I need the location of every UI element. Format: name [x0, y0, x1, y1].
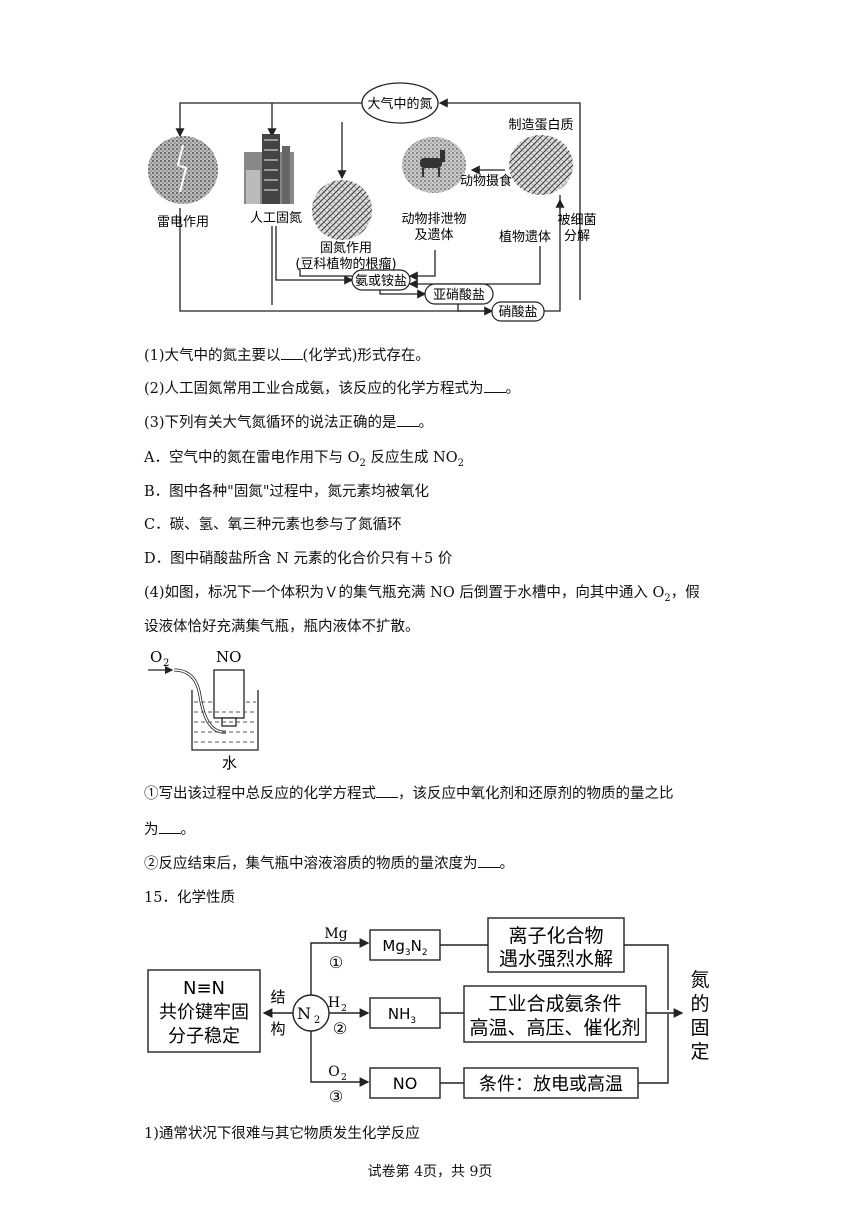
- label-discharge: 条件：放电或高温: [479, 1074, 623, 1095]
- label-ionic: 离子化合物: [508, 925, 603, 947]
- label-fixation-2: (豆科植物的根瘤): [295, 256, 396, 272]
- label-lightning: 雷电作用: [157, 215, 209, 230]
- svg-text:③: ③: [329, 1087, 343, 1106]
- svg-text:固: 固: [690, 1017, 709, 1039]
- svg-text:2: 2: [163, 658, 169, 669]
- label-conditions: 高温、高压、催化剂: [469, 1017, 640, 1039]
- label-plant-remains: 植物遗体: [499, 230, 551, 245]
- label-bond-strong: 共价键牢固: [159, 1002, 249, 1023]
- question-15-1: 1)通常状况下很难与其它物质发生化学反应: [144, 1126, 420, 1142]
- q3-text: (3)下列有关大气氮循环的说法正确的是: [144, 415, 397, 431]
- label-bacteria-2: 分解: [564, 229, 590, 244]
- label-nitrite: 亚硝酸盐: [433, 288, 485, 303]
- svg-text:结: 结: [270, 988, 285, 1006]
- factory-image: [244, 134, 294, 204]
- question-4-1: ①写出该过程中总反应的化学方程式，该反应中氧化剂和还原剂的物质的量之比: [144, 782, 674, 803]
- svg-text:②: ②: [333, 1019, 347, 1038]
- label-no: NO: [393, 1074, 418, 1093]
- question-3: (3)下列有关大气氮循环的说法正确的是 。: [144, 411, 433, 432]
- nitrogen-cycle-diagram: 大气中的氮 雷电作用 人工固氮 固氮作用 (豆科植物的根瘤) 动物排泄物 及遗体…: [148, 82, 597, 322]
- answer-blank[interactable]: [280, 345, 303, 360]
- section-15-title: 15．化学性质: [144, 890, 235, 906]
- label-stable: 分子稳定: [168, 1026, 240, 1047]
- label-animal-waste-2: 及遗体: [414, 228, 453, 243]
- svg-text:构: 构: [270, 1020, 285, 1038]
- lightning-image: [148, 136, 218, 204]
- plant-image: [509, 135, 573, 195]
- question-4-cont: 设液体恰好充满集气瓶，瓶内液体不扩散。: [144, 619, 420, 635]
- q2-text: (2)人工固氮常用工业合成氨，该反应的化学方程式为: [144, 381, 484, 397]
- svg-text:2: 2: [341, 1004, 347, 1014]
- label-h2: H: [328, 995, 340, 1011]
- question-4-1-cont: 为。: [144, 818, 195, 839]
- label-mg3n2: Mg3N2: [382, 937, 427, 958]
- q1-text: (1)大气中的氮主要以: [144, 348, 281, 364]
- label-hydrolysis: 遇水强烈水解: [499, 948, 613, 970]
- label-o2: O: [150, 648, 162, 666]
- root-nodule-image: [312, 180, 372, 240]
- option-d: D．图中硝酸盐所含 N 元素的化合价只有＋5 价: [144, 551, 453, 567]
- answer-blank[interactable]: [158, 819, 181, 834]
- label-protein: 制造蛋白质: [508, 117, 573, 133]
- q2-text-end: 。: [505, 381, 521, 397]
- question-4: (4)如图，标况下一个体积为Ｖ的集气瓶充满 NO 后倒置于水槽中，向其中通入 O…: [144, 585, 700, 604]
- question-4-2: ②反应结束后，集气瓶中溶液溶质的物质的量浓度为。: [144, 852, 514, 873]
- question-1: (1)大气中的氮主要以 (化学式)形式存在。: [144, 344, 430, 365]
- label-triple-bond: N≡N: [183, 978, 225, 999]
- label-fixation: 固氮作用: [320, 241, 372, 256]
- label-animal-waste: 动物排泄物: [401, 212, 466, 227]
- label-atmosphere: 大气中的氮: [367, 96, 432, 112]
- option-a: A．空气中的氮在雷电作用下与 O2 反应生成 NO2: [144, 450, 465, 469]
- svg-text:2: 2: [341, 1073, 347, 1083]
- answer-blank[interactable]: [376, 783, 398, 798]
- option-b: B．图中各种"固氮"过程中，氮元素均被氧化: [144, 484, 429, 500]
- q3-text-end: 。: [418, 415, 434, 431]
- label-water: 水: [222, 754, 237, 772]
- nitrogen-properties-diagram: N≡N 共价键牢固 分子稳定 结 构 N 2 Mg ① H 2 ② O 2 ③ …: [147, 917, 710, 1106]
- gas-collection-apparatus: O 2 NO 水: [148, 648, 259, 772]
- label-animal-eat: 动物摄食: [460, 173, 512, 189]
- label-n2: N: [297, 1004, 311, 1023]
- label-no: NO: [216, 648, 241, 666]
- q1-text-end: (化学式)形式存在。: [302, 348, 430, 364]
- svg-text:氮: 氮: [690, 969, 709, 991]
- label-mg: Mg: [324, 926, 347, 942]
- page-footer: 试卷第 4页，共 9页: [367, 1164, 493, 1180]
- option-c: C．碳、氢、氧三种元素也参与了氮循环: [144, 517, 402, 533]
- svg-text:2: 2: [314, 1015, 320, 1026]
- question-2: (2)人工固氮常用工业合成氨，该反应的化学方程式为 。: [144, 377, 520, 398]
- label-industrial: 工业合成氨条件: [488, 993, 621, 1015]
- label-ammonia: 氨或铵盐: [355, 274, 407, 289]
- label-nitrate: 硝酸盐: [498, 305, 537, 320]
- label-bacteria: 被细菌: [557, 213, 596, 228]
- label-nh3: NH3: [388, 1005, 416, 1026]
- svg-text:定: 定: [690, 1041, 709, 1063]
- label-o2: O: [328, 1064, 339, 1080]
- label-artificial: 人工固氮: [250, 211, 302, 226]
- svg-text:的: 的: [690, 993, 709, 1015]
- svg-text:①: ①: [329, 953, 343, 972]
- answer-blank[interactable]: [396, 412, 419, 427]
- answer-blank[interactable]: [483, 378, 506, 393]
- answer-blank[interactable]: [477, 853, 500, 868]
